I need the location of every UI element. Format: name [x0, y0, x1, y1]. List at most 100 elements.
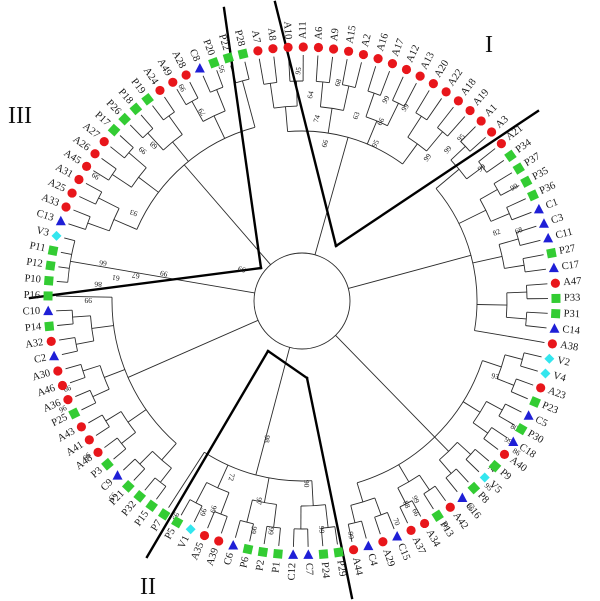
leaf-marker: [465, 105, 475, 116]
leaf-label: A42: [451, 510, 470, 531]
bootstrap-label: 96: [57, 403, 68, 415]
leaf-label: P8: [475, 490, 491, 506]
tree-branch: [472, 422, 489, 434]
leaf-label: A33: [40, 192, 61, 209]
leaf-markers: [43, 42, 561, 559]
tree-branch: [140, 114, 154, 129]
tree-branch: [407, 115, 422, 138]
leaf-label: A26: [71, 134, 92, 153]
leaf-marker: [185, 524, 196, 535]
leaf-marker: [520, 175, 533, 188]
leaf-marker: [237, 48, 249, 60]
leaf-marker: [268, 44, 278, 54]
bootstrap-label: 99: [84, 296, 92, 305]
leaf-marker: [348, 545, 359, 555]
leaf-marker: [415, 71, 425, 81]
leaf-marker: [208, 56, 220, 69]
tree-branch: [79, 196, 96, 205]
tree-arc: [510, 378, 517, 392]
leaf-marker: [551, 293, 561, 304]
bootstrap-labels: 95 64 74 66 68 63 95 66 99 99 99 99 95 9…: [57, 64, 524, 540]
tree-branch: [439, 459, 452, 474]
tree-branch: [161, 443, 177, 461]
bootstrap-label: 99: [237, 264, 247, 275]
tree-branch: [397, 487, 407, 505]
tree-branch: [70, 260, 255, 294]
leaf-label: P24: [319, 562, 331, 580]
tree-branch: [479, 189, 498, 200]
leaf-label: A16: [375, 32, 391, 53]
tree-arc: [316, 81, 330, 84]
tree-arc: [71, 310, 74, 324]
tree-arc: [240, 520, 254, 525]
leaf-marker: [43, 291, 53, 301]
tree-branch: [426, 98, 442, 121]
leaf-marker: [242, 543, 254, 555]
leaf-label: C7: [303, 563, 314, 576]
tree-branch: [202, 75, 211, 93]
leaf-label: A10: [281, 21, 293, 40]
tree-branch: [478, 148, 496, 162]
tree-branch: [465, 459, 480, 473]
tree-branch: [402, 143, 418, 165]
tree-branch: [168, 492, 179, 508]
leaf-label: A46: [36, 383, 57, 399]
tree-branch: [493, 172, 513, 185]
tree-branch: [520, 365, 538, 372]
leaf-marker: [406, 525, 416, 535]
tree-branch: [354, 62, 362, 88]
bootstrap-label: 99: [198, 507, 209, 517]
tree-branch: [474, 330, 505, 337]
leaf-label: A9: [329, 28, 342, 42]
leaf-marker: [81, 161, 92, 172]
leaf-marker: [68, 407, 81, 420]
tree-branch: [503, 335, 524, 340]
tree-branch: [248, 103, 256, 128]
tree-arc: [95, 191, 103, 205]
tree-arc: [120, 411, 136, 433]
bootstrap-label: 70: [391, 517, 402, 527]
leaf-label: C18: [517, 442, 538, 461]
tree-branch: [486, 160, 505, 173]
leaf-marker: [508, 436, 519, 446]
leaf-label: A2: [360, 33, 374, 48]
leaf-marker: [43, 275, 54, 286]
tree-branch: [193, 505, 203, 523]
bootstrap-label: 66: [319, 138, 330, 148]
leaf-marker: [181, 70, 191, 80]
leaf-marker: [121, 479, 135, 493]
tree-branch: [278, 527, 281, 546]
bootstrap-label: 99: [176, 82, 188, 93]
leaf-label: A43: [56, 426, 77, 445]
tree-branch: [76, 340, 94, 345]
tree-branch: [457, 441, 471, 455]
tree-branch: [500, 185, 520, 196]
leaf-label: A47: [563, 276, 582, 288]
bootstrap-label: 99: [380, 94, 392, 105]
leaf-label: P5: [163, 526, 178, 541]
tree-branch: [58, 266, 70, 269]
tree-branch: [216, 89, 226, 112]
tree-branch: [496, 378, 514, 386]
tree-branch: [220, 492, 230, 515]
tree-arc: [498, 244, 505, 269]
bootstrap-label: 66: [375, 116, 387, 127]
divider-clade-I-left: [273, 0, 338, 248]
leaf-marker: [548, 262, 559, 273]
leaf-marker: [53, 366, 63, 376]
tree-arc: [423, 485, 436, 495]
leaf-marker: [51, 230, 62, 241]
bootstrap-label: 99: [159, 268, 168, 278]
bootstrap-label: 99: [317, 526, 327, 534]
tree-branch: [244, 61, 250, 80]
leaf-label: P29: [334, 559, 347, 577]
leaf-label: P33: [564, 293, 580, 304]
tree-branch: [56, 309, 73, 312]
tree-branch: [64, 237, 75, 242]
tree-branch: [526, 283, 548, 286]
tree-branch: [190, 451, 205, 474]
bootstrap-label: 86: [94, 280, 102, 289]
leaf-marker: [133, 490, 147, 503]
leaf-label: P27: [558, 243, 576, 257]
leaf-marker: [313, 42, 324, 53]
